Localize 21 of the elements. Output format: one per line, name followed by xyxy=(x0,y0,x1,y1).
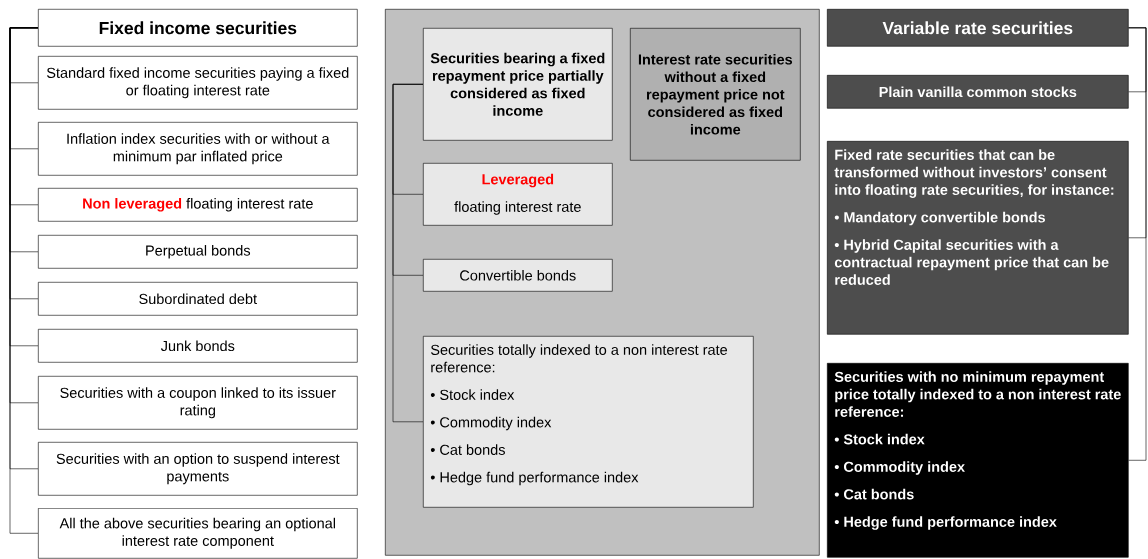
list-box: Securities with no minimum repayment price totally indexed to a non interest rate reference: • Stock index • Commodity index • Cat bonds • Hedge fund performance index xyxy=(827,363,1129,558)
item-box: Securities with a coupon linked to its issuer rating xyxy=(38,376,358,430)
item-box: Securities with an option to suspend interest payments xyxy=(38,442,358,496)
item-box: Plain vanilla common stocks xyxy=(827,75,1129,109)
item-box: Standard fixed income securities paying a fixed or floating interest rate xyxy=(38,56,358,110)
item-box: Perpetual bonds xyxy=(38,235,358,269)
list-box: Fixed rate securities that can be transformed without investors’ consent into floating rate securities, for instance: • Mandatory convertible bonds • Hybrid Capital securities with a contractual repayment price that can be reduced xyxy=(827,141,1129,335)
item-box: Non leveraged floating interest rate xyxy=(38,188,358,222)
item-box: Leveraged floating interest rate xyxy=(423,163,613,226)
bracket-line xyxy=(392,84,424,423)
item-box: Junk bonds xyxy=(38,329,358,363)
heading-box: Variable rate securities xyxy=(827,9,1129,47)
item-box: Inflation index securities with or without a minimum par inflated price xyxy=(38,122,358,176)
item-box: All the above securities bearing an optional interest rate component xyxy=(38,508,358,559)
category-box: Securities bearing a fixed repayment price partially considered as fixed income xyxy=(423,28,613,141)
list-box: Securities totally indexed to a non interest rate reference: • Stock index • Commodity index • Cat bonds • Hedge fund performance index xyxy=(423,336,754,508)
item-box: Subordinated debt xyxy=(38,282,358,316)
heading-box: Fixed income securities xyxy=(38,9,358,47)
category-box: Interest rate securities without a fixed repayment price not considered as fixed income xyxy=(630,28,801,161)
bracket-line xyxy=(1128,27,1147,461)
item-box: Convertible bonds xyxy=(423,259,613,292)
